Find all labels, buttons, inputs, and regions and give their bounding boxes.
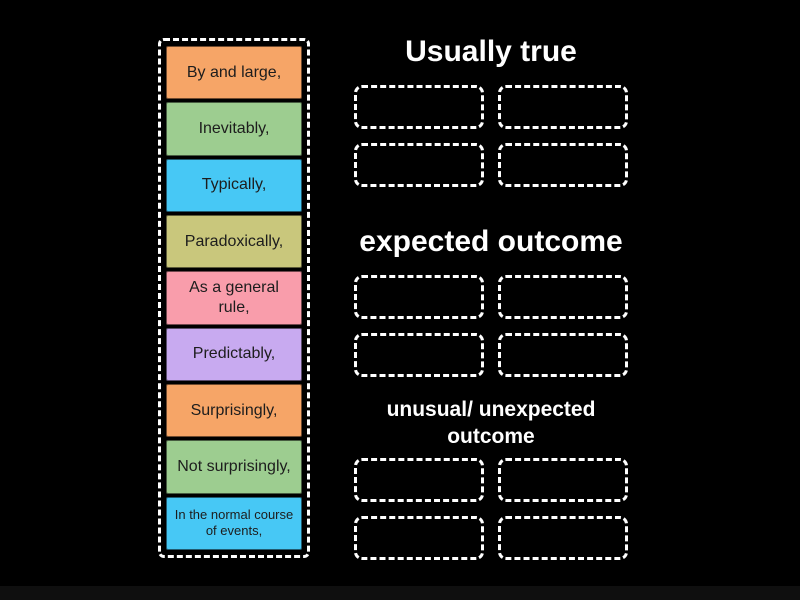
drop-slot[interactable]	[498, 142, 628, 187]
drop-slot[interactable]	[354, 84, 484, 129]
category-title: Usually true	[405, 35, 577, 68]
drop-slot[interactable]	[498, 332, 628, 377]
word-tile[interactable]: Inevitably,	[166, 102, 302, 156]
word-tile[interactable]: Not surprisingly,	[166, 440, 302, 494]
word-bank: By and large,Inevitably,Typically,Parado…	[158, 38, 310, 558]
drop-slot[interactable]	[354, 142, 484, 187]
category-title: expected outcome	[359, 225, 623, 258]
word-tile[interactable]: In the normal course of events,	[166, 496, 302, 550]
category-group: expected outcome	[354, 222, 628, 377]
word-tile[interactable]: Typically,	[166, 158, 302, 212]
slot-grid	[354, 274, 628, 377]
category-group: Usually true	[354, 32, 628, 187]
word-tile[interactable]: Paradoxically,	[166, 214, 302, 269]
slot-grid	[354, 457, 628, 560]
drop-slot[interactable]	[498, 515, 628, 560]
word-tile[interactable]: Predictably,	[166, 327, 302, 381]
category-title: unusual/ unexpected outcome	[386, 398, 596, 449]
drop-slot[interactable]	[498, 84, 628, 129]
category-group: unusual/ unexpected outcome	[354, 396, 628, 560]
drop-slot[interactable]	[354, 457, 484, 502]
word-tile[interactable]: Surprisingly,	[166, 383, 302, 438]
drop-slot[interactable]	[354, 274, 484, 319]
drop-slot[interactable]	[354, 515, 484, 560]
drop-slot[interactable]	[498, 274, 628, 319]
drop-slot[interactable]	[498, 457, 628, 502]
word-tile[interactable]: As a general rule,	[166, 271, 302, 325]
drop-slot[interactable]	[354, 332, 484, 377]
word-tile[interactable]: By and large,	[166, 46, 302, 100]
bottom-bar	[0, 586, 800, 600]
slot-grid	[354, 84, 628, 187]
